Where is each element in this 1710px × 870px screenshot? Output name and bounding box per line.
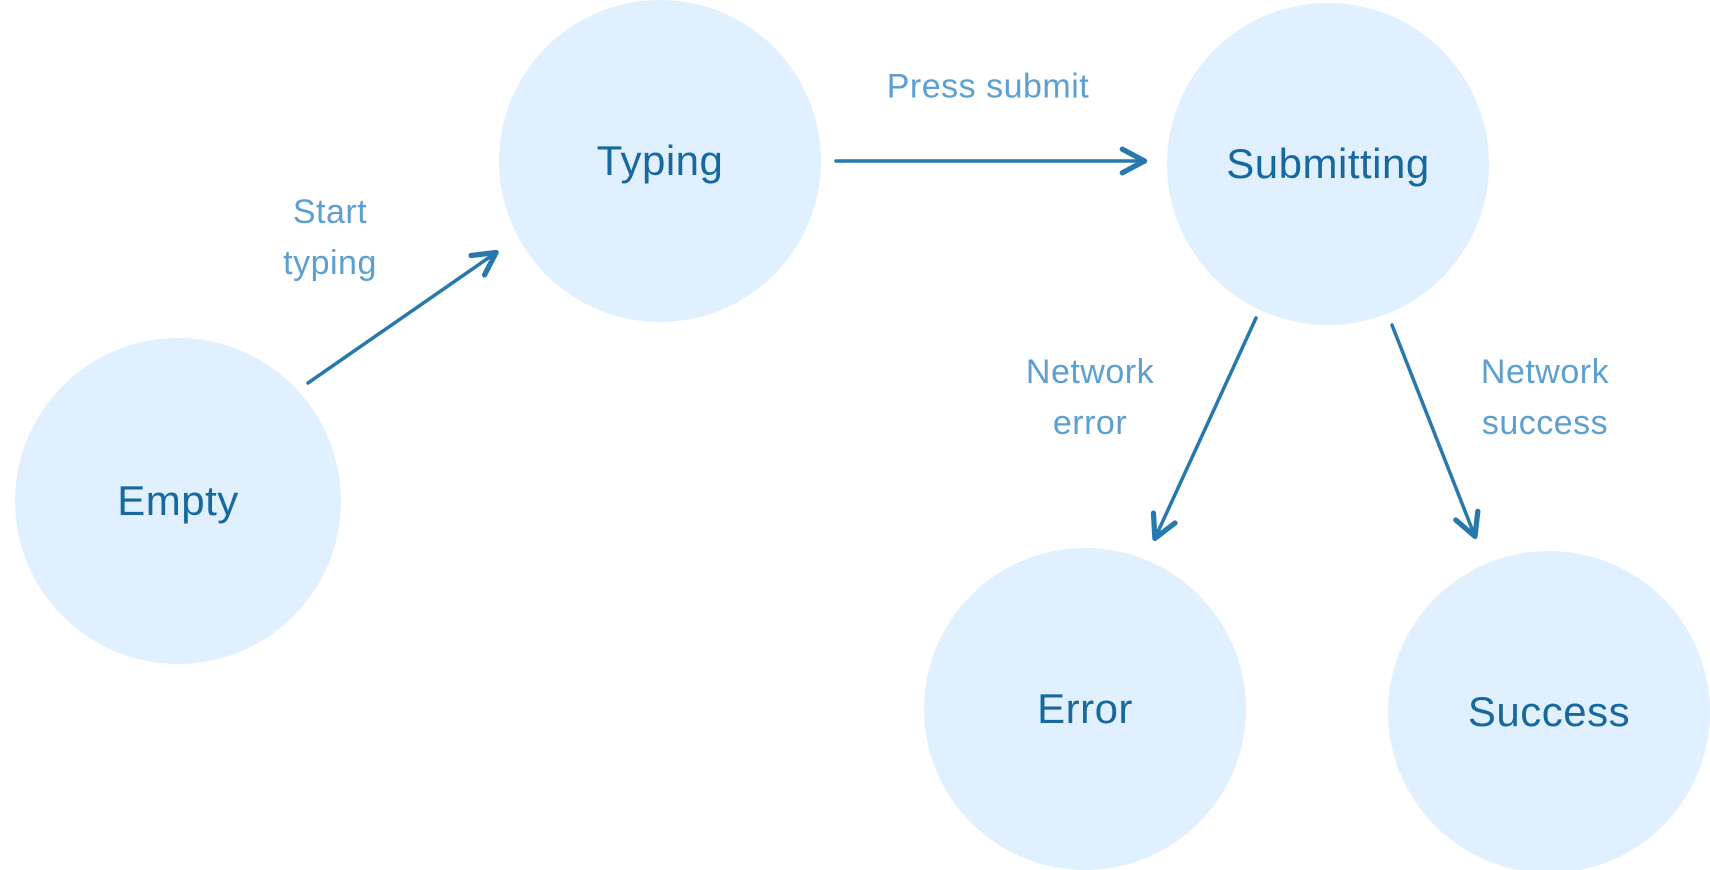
- transition-arrow-network-success: [1390, 323, 1481, 540]
- state-typing-label: Typing: [596, 137, 724, 184]
- state-empty-label: Empty: [117, 477, 239, 524]
- transition-arrow-network-error: [1150, 316, 1258, 542]
- state-success: Success: [1388, 551, 1710, 870]
- transition-label-network-success: Network success: [1480, 353, 1610, 442]
- transition-label-start-typing: Start typing: [283, 193, 377, 282]
- state-success-label: Success: [1467, 688, 1631, 735]
- state-error: Error: [924, 548, 1246, 870]
- state-typing: Typing: [499, 0, 821, 322]
- state-submitting-label: Submitting: [1226, 140, 1430, 187]
- transition-label-press-submit: Press submit: [886, 67, 1090, 106]
- transition-label-network-error: Network error: [1025, 353, 1155, 442]
- state-empty: Empty: [15, 338, 341, 664]
- state-submitting: Submitting: [1167, 3, 1489, 325]
- state-error-label: Error: [1037, 685, 1133, 732]
